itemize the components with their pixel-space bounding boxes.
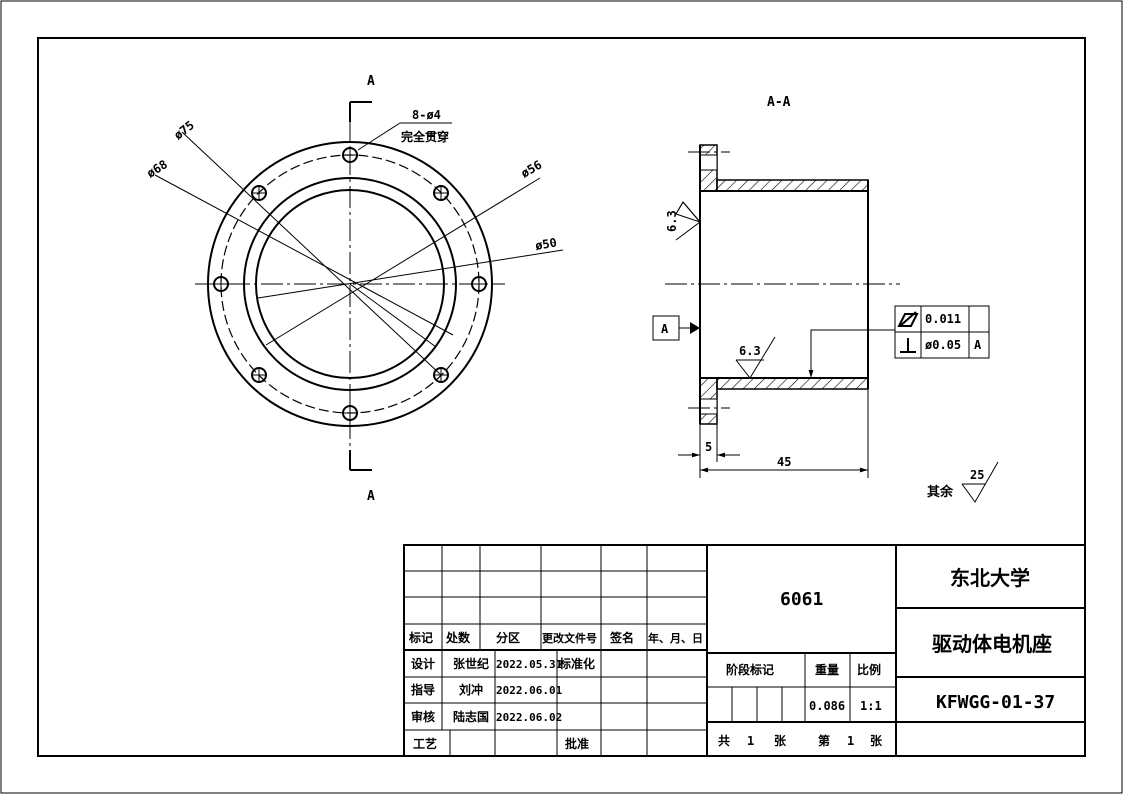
std-label: 标准化: [558, 656, 595, 671]
design-date: 2022.05.31: [496, 658, 563, 671]
perpendicularity-icon: [900, 338, 916, 353]
hdr-doc: 更改文件号: [542, 631, 597, 645]
guide-label: 指导: [411, 682, 435, 697]
hole-callout: 8-ø4: [412, 108, 441, 122]
sheets-unit-2: 张: [870, 733, 883, 748]
weight-value: 0.086: [809, 699, 845, 713]
review-label: 审核: [411, 709, 435, 724]
tol-flatness-value: 0.011: [925, 312, 961, 326]
university: 东北大学: [950, 566, 1030, 590]
hole-note: 完全贯穿: [401, 129, 449, 144]
rest-label: 其余: [927, 484, 954, 500]
section-mark-top: A: [367, 74, 375, 89]
datum-label: A: [661, 322, 669, 336]
approve-label: 批准: [565, 736, 589, 751]
rest-roughness: 25: [970, 468, 984, 482]
roughness-face: 6.3: [665, 210, 679, 232]
dim-5-label: 5: [705, 440, 712, 454]
design-name: 张世纪: [453, 656, 489, 671]
scale-label: 比例: [857, 662, 881, 677]
hdr-date: 年、月、日: [648, 631, 703, 645]
section-mark-bottom: A: [367, 489, 375, 504]
sheets-total: 1: [747, 734, 754, 748]
cylindricity-icon: [897, 311, 919, 327]
front-view: A A ø75 ø68 ø56 ø50 8-ø4 完全贯穿: [144, 74, 564, 504]
dia-75-label: ø75: [171, 118, 197, 142]
process-label: 工艺: [413, 736, 437, 751]
weight-label: 重量: [815, 662, 839, 677]
hdr-mark: 标记: [408, 630, 433, 645]
guide-date: 2022.06.01: [496, 684, 563, 697]
tol-perp-datum: A: [974, 338, 982, 352]
section-title: A-A: [767, 95, 791, 110]
title-block: 标记 处数 分区 更改文件号 签名 年、月、日 设计 张世纪 2022.05.3…: [403, 544, 1086, 757]
sheets-unit-1: 张: [774, 733, 787, 748]
dia-68-label: ø68: [144, 157, 170, 180]
dia-50-label: ø50: [534, 235, 558, 253]
tol-perp-value: ø0.05: [925, 338, 961, 352]
sheet-no-pre: 第: [818, 733, 830, 748]
design-label: 设计: [411, 656, 435, 671]
material: 6061: [780, 589, 823, 610]
part-name: 驱动体电机座: [932, 632, 1052, 656]
drawing-number: KFWGG-01-37: [936, 692, 1055, 713]
scale-value: 1:1: [860, 699, 882, 713]
dim-45-label: 45: [777, 455, 791, 469]
dia-56-label: ø56: [519, 158, 545, 181]
section-view: A-A 6.3 A 6.3: [652, 95, 999, 503]
review-date: 2022.06.02: [496, 711, 562, 724]
hdr-count: 处数: [445, 630, 471, 645]
roughness-bore: 6.3: [739, 344, 761, 358]
drawing-frame: [37, 37, 1086, 757]
sheet-no: 1: [847, 734, 854, 748]
guide-name: 刘冲: [459, 682, 483, 697]
sheets-total-pre: 共: [718, 733, 730, 748]
review-name: 陆志国: [453, 709, 489, 724]
stage-label: 阶段标记: [726, 662, 774, 677]
hdr-sign: 签名: [609, 630, 634, 645]
hdr-zone: 分区: [496, 630, 520, 645]
